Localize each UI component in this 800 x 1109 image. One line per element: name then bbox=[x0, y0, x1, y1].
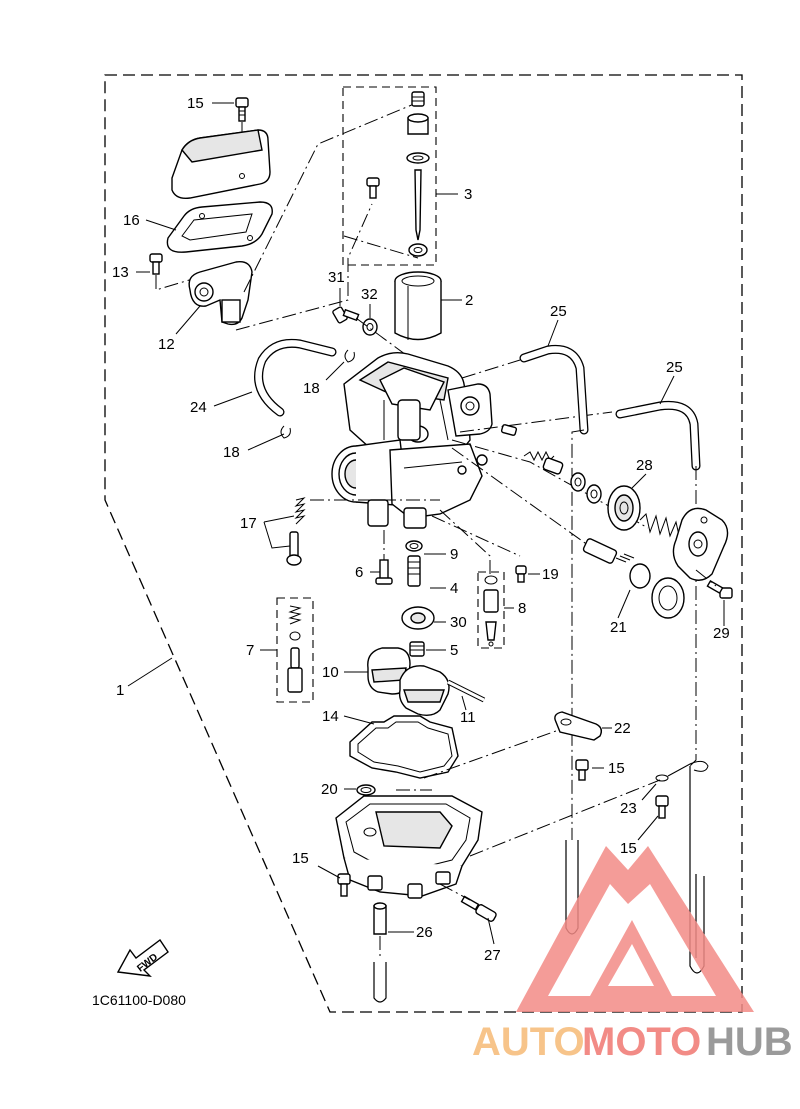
callout-14: 14 bbox=[322, 708, 339, 725]
callout-12: 12 bbox=[158, 336, 175, 353]
callout-9: 9 bbox=[450, 546, 458, 563]
callout-28: 28 bbox=[636, 457, 653, 474]
vent-hose-24 bbox=[255, 340, 336, 416]
pump-cover bbox=[672, 507, 729, 581]
jet-needle-set bbox=[406, 91, 430, 257]
callout-15-right-2: 15 bbox=[620, 840, 637, 857]
logo-text-hub: HUB bbox=[706, 1020, 793, 1064]
clip-18-upper bbox=[344, 349, 355, 363]
idle-screw-head bbox=[500, 424, 518, 436]
callout-24: 24 bbox=[190, 399, 207, 416]
drain-hose-26 bbox=[373, 902, 387, 935]
main-jet-5 bbox=[409, 641, 425, 657]
o-ring-20 bbox=[356, 784, 376, 796]
callout-11: 11 bbox=[460, 709, 476, 726]
callout-31: 31 bbox=[328, 269, 345, 286]
hose-guide-22 bbox=[554, 711, 603, 741]
overflow-hose-25a bbox=[520, 346, 588, 434]
top-cover bbox=[171, 129, 271, 200]
callout-15-right-1: 15 bbox=[608, 760, 625, 777]
diagram-code: 1C61100-D080 bbox=[92, 992, 186, 1008]
needle-valve-kit-8 bbox=[483, 575, 499, 647]
callout-17: 17 bbox=[240, 515, 257, 532]
screw-19 bbox=[515, 565, 527, 583]
o-ring-9 bbox=[405, 540, 423, 552]
callout-29: 29 bbox=[713, 625, 730, 642]
callout-25-a: 25 bbox=[550, 303, 567, 320]
throttle-valve-2 bbox=[394, 271, 442, 341]
callout-6: 6 bbox=[355, 564, 363, 581]
callout-23: 23 bbox=[620, 800, 637, 817]
pilot-screw-spring-17 bbox=[294, 497, 306, 525]
screw-29 bbox=[706, 579, 733, 599]
callout-25-b: 25 bbox=[666, 359, 683, 376]
callout-13: 13 bbox=[112, 264, 129, 281]
screw-31 bbox=[332, 306, 360, 324]
needle-valve-kit-frame bbox=[477, 571, 505, 649]
assembly-frame bbox=[104, 74, 743, 1013]
callout-10: 10 bbox=[322, 664, 339, 681]
callout-7: 7 bbox=[246, 642, 254, 659]
jet-holder-30 bbox=[401, 606, 435, 630]
throttle-lever-12 bbox=[188, 261, 253, 326]
fwd-arrow-icon bbox=[116, 938, 169, 977]
pump-spring bbox=[639, 513, 681, 541]
callout-2: 2 bbox=[465, 292, 473, 309]
carburetor-body bbox=[331, 351, 493, 529]
callout-32: 32 bbox=[361, 286, 378, 303]
starter-plunger-21 bbox=[582, 538, 685, 619]
needle-jet-4 bbox=[407, 555, 421, 587]
washer-32 bbox=[362, 318, 378, 336]
pilot-screw-kit-7 bbox=[287, 605, 303, 693]
callout-3: 3 bbox=[464, 186, 472, 203]
screw-15-right-2 bbox=[655, 795, 669, 819]
cover-gasket bbox=[166, 201, 273, 253]
screw-15-bowl-left bbox=[337, 873, 351, 897]
drain-screw-27 bbox=[460, 895, 497, 922]
float-10 bbox=[367, 647, 450, 717]
overflow-hose-25b bbox=[616, 402, 700, 470]
needle-kit-frame bbox=[342, 86, 437, 266]
callout-1: 1 bbox=[116, 682, 124, 699]
logo-text-moto: MOTO bbox=[582, 1020, 701, 1064]
screw-13 bbox=[149, 253, 163, 275]
diaphragm-28 bbox=[607, 485, 641, 531]
callout-27: 27 bbox=[484, 947, 501, 964]
callout-18-lower: 18 bbox=[223, 444, 240, 461]
callout-8: 8 bbox=[518, 600, 526, 617]
callout-4: 4 bbox=[450, 580, 458, 597]
callout-20: 20 bbox=[321, 781, 338, 798]
pump-o-ring-2 bbox=[586, 484, 602, 504]
callout-5: 5 bbox=[450, 642, 458, 659]
screw-15-top bbox=[235, 97, 249, 122]
callout-26: 26 bbox=[416, 924, 433, 941]
callout-15-top: 15 bbox=[187, 95, 204, 112]
pump-plunger bbox=[542, 457, 564, 475]
logo-text-auto: AUTO bbox=[472, 1020, 585, 1064]
callout-15-bowl: 15 bbox=[292, 850, 309, 867]
callout-30: 30 bbox=[450, 614, 467, 631]
callout-18-upper: 18 bbox=[303, 380, 320, 397]
clip-18-lower bbox=[280, 425, 291, 439]
float-bowl bbox=[335, 795, 483, 899]
callouts: 15 16 13 12 3 2 31 32 18 24 18 25 25 28 … bbox=[112, 95, 730, 964]
callout-21: 21 bbox=[610, 619, 627, 636]
bowl-gasket-14 bbox=[349, 715, 459, 779]
screw-15-right-1 bbox=[575, 759, 589, 781]
callout-16: 16 bbox=[123, 212, 140, 229]
callout-22: 22 bbox=[614, 720, 631, 737]
throttle-stop-screw-17 bbox=[286, 531, 302, 566]
float-pin-11 bbox=[446, 679, 486, 703]
needle-clip-screw bbox=[366, 177, 380, 199]
automotohub-logo: AUTO MOTO HUB bbox=[472, 846, 793, 1064]
callout-19: 19 bbox=[542, 566, 559, 583]
hose-clamp-23 bbox=[655, 760, 709, 782]
pump-o-ring-1 bbox=[570, 472, 586, 492]
